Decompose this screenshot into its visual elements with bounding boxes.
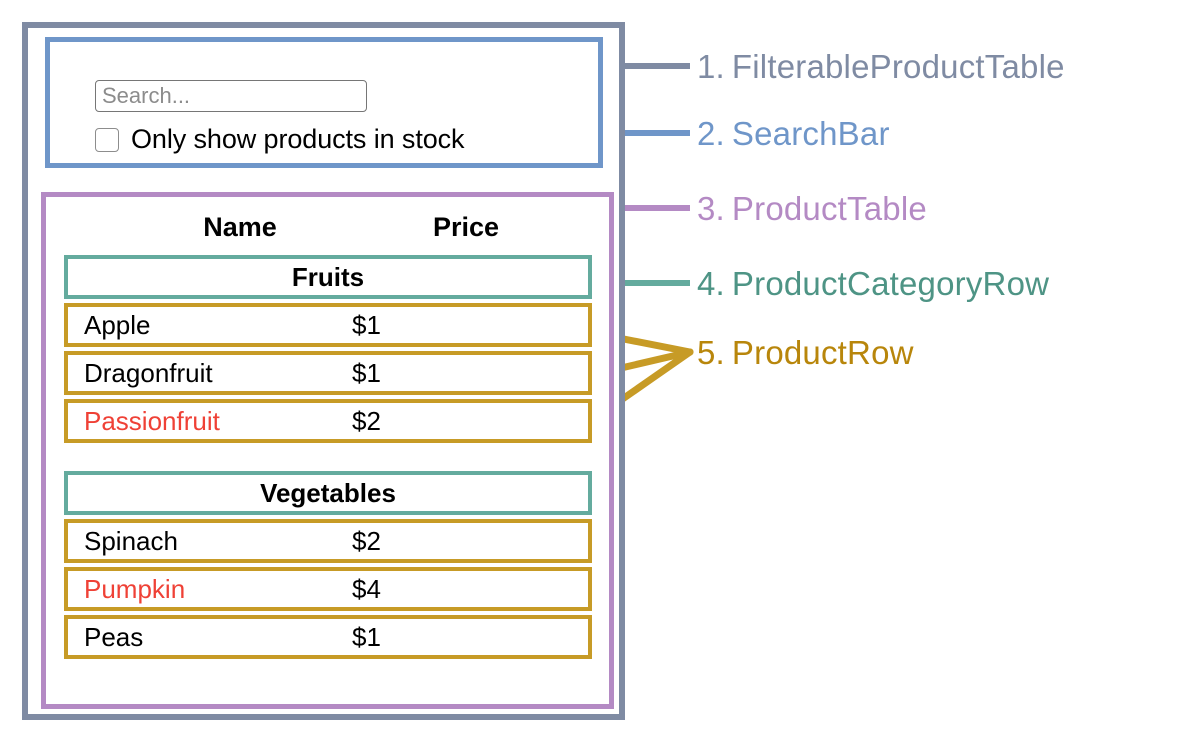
legend-label: ProductTable	[731, 190, 927, 227]
product-price: $1	[352, 309, 381, 340]
product-row-dragonfruit[interactable]: Dragonfruit $1	[64, 351, 592, 395]
legend-item-product-row: 5.ProductRow	[697, 334, 914, 372]
legend-item-product-category-row: 4.ProductCategoryRow	[697, 265, 1049, 303]
legend-label: ProductRow	[731, 334, 914, 371]
search-input[interactable]	[95, 80, 367, 112]
product-name: Passionfruit	[84, 405, 220, 436]
product-price: $1	[352, 357, 381, 388]
product-name: Apple	[84, 309, 151, 340]
product-price: $2	[352, 405, 381, 436]
legend: 1.FilterableProductTable 2.SearchBar 3.P…	[697, 0, 1200, 744]
product-table-header-row: Name Price	[46, 207, 609, 247]
legend-label: FilterableProductTable	[731, 48, 1065, 85]
legend-number: 3.	[697, 190, 725, 227]
product-name: Dragonfruit	[84, 357, 213, 388]
product-price: $1	[352, 621, 381, 652]
category-label: Vegetables	[260, 477, 396, 508]
checkbox-icon[interactable]	[95, 127, 119, 152]
product-category-row-fruits: Fruits	[64, 255, 592, 299]
in-stock-filter-row[interactable]: Only show products in stock	[95, 124, 465, 155]
product-name: Peas	[84, 621, 144, 652]
legend-number: 5.	[697, 334, 725, 371]
product-name: Spinach	[84, 525, 178, 556]
legend-number: 2.	[697, 115, 725, 152]
product-row-apple[interactable]: Apple $1	[64, 303, 592, 347]
legend-item-search-bar: 2.SearchBar	[697, 115, 890, 153]
product-name: Pumpkin	[84, 573, 186, 604]
legend-number: 1.	[697, 48, 725, 85]
product-table-rows: Fruits Apple $1 Dragonfruit $1 Passionfr…	[64, 255, 592, 663]
product-table-container: Name Price Fruits Apple $1 Dragonfruit $…	[41, 192, 614, 709]
legend-number: 4.	[697, 265, 725, 302]
product-row-pumpkin[interactable]: Pumpkin $4	[64, 567, 592, 611]
filterable-product-table-container: Name Price Fruits Apple $1 Dragonfruit $…	[22, 22, 625, 720]
legend-item-filterable-product-table: 1.FilterableProductTable	[697, 48, 1065, 86]
product-price: $2	[352, 525, 381, 556]
search-bar-container: Only show products in stock	[45, 37, 603, 168]
product-row-spinach[interactable]: Spinach $2	[64, 519, 592, 563]
product-row-peas[interactable]: Peas $1	[64, 615, 592, 659]
in-stock-filter-label: Only show products in stock	[131, 124, 465, 154]
column-header-name: Name	[203, 211, 277, 242]
product-price: $4	[352, 573, 381, 604]
legend-label: SearchBar	[731, 115, 890, 152]
legend-label: ProductCategoryRow	[731, 265, 1050, 302]
column-header-price: Price	[432, 211, 500, 242]
category-label: Fruits	[291, 261, 365, 292]
product-row-passionfruit[interactable]: Passionfruit $2	[64, 399, 592, 443]
product-category-row-vegetables: Vegetables	[64, 471, 592, 515]
legend-item-product-table: 3.ProductTable	[697, 190, 927, 228]
